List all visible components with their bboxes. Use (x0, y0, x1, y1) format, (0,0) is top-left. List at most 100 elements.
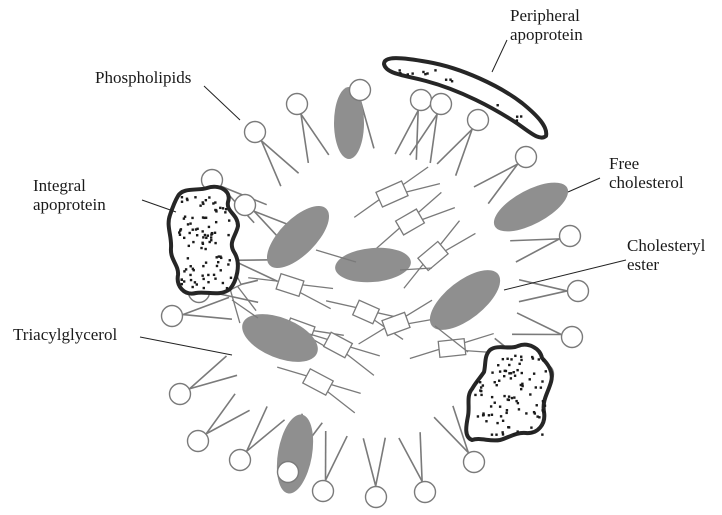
apoprotein-dot (480, 386, 482, 388)
apoprotein-dot (502, 358, 504, 360)
fatty-acid-chain (352, 200, 382, 218)
label-integral-line2: apoprotein (33, 195, 106, 214)
apoprotein-dot (224, 211, 226, 213)
apoprotein-dot (518, 408, 520, 410)
apoprotein-dot (215, 256, 217, 258)
apoprotein-dot (516, 430, 518, 432)
apoprotein-dot (496, 422, 498, 424)
label-triacylglycerol-text: Triacylglycerol (13, 325, 117, 344)
cholesteryl-ester-ellipse (235, 304, 324, 371)
apoprotein-dot (188, 245, 190, 247)
leader-integral (142, 200, 176, 212)
apoprotein-dot (517, 402, 519, 404)
apoprotein-dot (181, 201, 183, 203)
apoprotein-dot (531, 431, 533, 433)
apoprotein-dot (476, 381, 478, 383)
apoprotein-dot (190, 265, 192, 267)
apoprotein-dot (510, 358, 512, 360)
apoprotein-dot (482, 412, 484, 414)
apoprotein-dot (445, 79, 447, 81)
label-cholesteryl-ester: Cholesteryl ester (627, 236, 705, 274)
apoprotein-dot (424, 73, 426, 75)
phospholipid-tail (301, 114, 329, 155)
phospholipid-tail (183, 315, 232, 320)
apoprotein-dot (398, 69, 400, 71)
apoprotein-dot (202, 201, 204, 203)
apoprotein-dot (201, 230, 203, 232)
phospholipid-tail (326, 436, 348, 480)
phospholipid-tail (516, 239, 559, 262)
apoprotein-dot (479, 389, 481, 391)
phospholipid-tail (261, 141, 298, 173)
apoprotein-dot (529, 393, 531, 395)
apoprotein-dot (187, 223, 189, 225)
apoprotein-dot (203, 287, 205, 289)
apoprotein-dot (201, 242, 203, 244)
apoprotein-dot (187, 257, 189, 259)
apoprotein-dot (181, 283, 183, 285)
apoprotein-dot (181, 196, 183, 198)
apoprotein-dot (514, 375, 516, 377)
apoprotein-dot (183, 270, 185, 272)
glycerol-box (376, 181, 408, 207)
apoprotein-dot (535, 386, 537, 388)
apoprotein-dot (399, 72, 401, 74)
phospholipid-head (568, 281, 589, 302)
phospholipid-tail (247, 420, 285, 451)
apoprotein-dot (545, 370, 547, 372)
apoprotein-dot (542, 400, 544, 402)
phospholipid-head (287, 94, 308, 115)
apoprotein-dot (222, 282, 224, 284)
phospholipid-head (516, 147, 537, 168)
apoprotein-dot (513, 396, 515, 398)
label-phospholipids-text: Phospholipids (95, 68, 191, 87)
apoprotein-dot (230, 277, 232, 279)
apoprotein-dot (502, 433, 504, 435)
phospholipid-head (562, 327, 583, 348)
apoprotein-dot (216, 265, 218, 267)
apoprotein-dot (508, 395, 510, 397)
apoprotein-dot (207, 234, 209, 236)
leader-free-cholesterol (568, 178, 600, 192)
apoprotein-dot (190, 279, 192, 281)
apoprotein-dot (541, 433, 543, 435)
fatty-acid-chain (357, 328, 387, 344)
apoprotein-dot (204, 234, 206, 236)
apoprotein-dot (202, 265, 204, 267)
apoprotein-dot (199, 204, 201, 206)
phospholipid-head (245, 122, 266, 143)
apoprotein-dot (215, 221, 217, 223)
apoprotein-dot (521, 385, 523, 387)
leader-triacylglycerol (140, 337, 232, 355)
apoprotein-dot (516, 116, 518, 118)
apoprotein-dot (228, 219, 230, 221)
label-integral-line1: Integral (33, 176, 106, 195)
apoprotein-dot (533, 411, 535, 413)
fatty-acid-chain (409, 349, 439, 358)
apoprotein-dot (496, 384, 498, 386)
apoprotein-dot (214, 232, 216, 234)
apoprotein-dot (192, 241, 194, 243)
apoprotein-dot (208, 226, 210, 228)
apoprotein-dot (218, 255, 220, 257)
label-peripheral-line1: Peripheral (510, 6, 583, 25)
apoprotein-dot (505, 412, 507, 414)
apoprotein-dot (494, 402, 496, 404)
phospholipid-head (230, 450, 251, 471)
glycerol-box (438, 339, 466, 358)
apoprotein-dot (488, 414, 490, 416)
apoprotein-dot (516, 119, 518, 121)
apoprotein-dot (491, 414, 493, 416)
apoprotein-dot (426, 72, 428, 74)
apoprotein-dot (480, 394, 482, 396)
apoprotein-dot (491, 433, 493, 435)
apoprotein-dot (192, 229, 194, 231)
apoprotein-dot (225, 208, 227, 210)
apoprotein-dot (189, 222, 191, 224)
phospholipid-head (560, 226, 581, 247)
apoprotein-dot (513, 433, 515, 435)
apoprotein-dot (499, 370, 501, 372)
phospholipid-tail (420, 432, 422, 481)
apoprotein-dot (422, 71, 424, 73)
